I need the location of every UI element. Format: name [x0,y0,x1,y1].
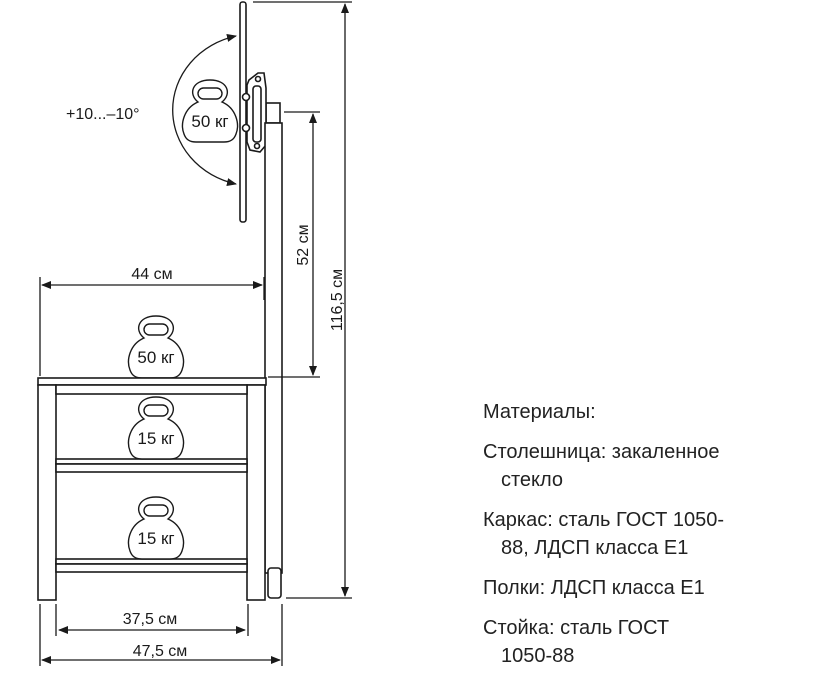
materials-title: Материалы: [483,401,596,423]
kettlebell-icon [127,496,185,560]
tv-mount [241,72,281,153]
kettlebell-icon [181,79,239,143]
tv-stand-diagram: +10...–10° 50 кг 116,5 см 52 см 44 см 50… [37,1,352,666]
shelf2-weight-label: 15 кг [137,529,174,548]
tv-weight-label: 50 кг [191,112,228,131]
kettlebell-icon [127,315,185,379]
pole-foot [267,567,282,599]
pole [264,122,283,574]
inner-width-label: 37,5 см [123,611,178,628]
tilt-arc [172,34,237,186]
top-width-label: 44 см [131,266,172,283]
total-height-label: 116,5 см [329,269,346,331]
tilt-label: +10...–10° [66,106,140,123]
kettlebell-icon [127,396,185,460]
material-item: Полки: ЛДСП класса Е1 [483,577,705,599]
top-weight-label: 50 кг [137,348,174,367]
outer-width-label: 47,5 см [133,643,188,660]
pole-height-label: 52 см [295,224,312,265]
material-item: Каркас: сталь ГОСТ 1050-88, ЛДСП класса … [483,509,724,559]
tv-panel [239,1,247,223]
shelf1-weight-label: 15 кг [137,429,174,448]
